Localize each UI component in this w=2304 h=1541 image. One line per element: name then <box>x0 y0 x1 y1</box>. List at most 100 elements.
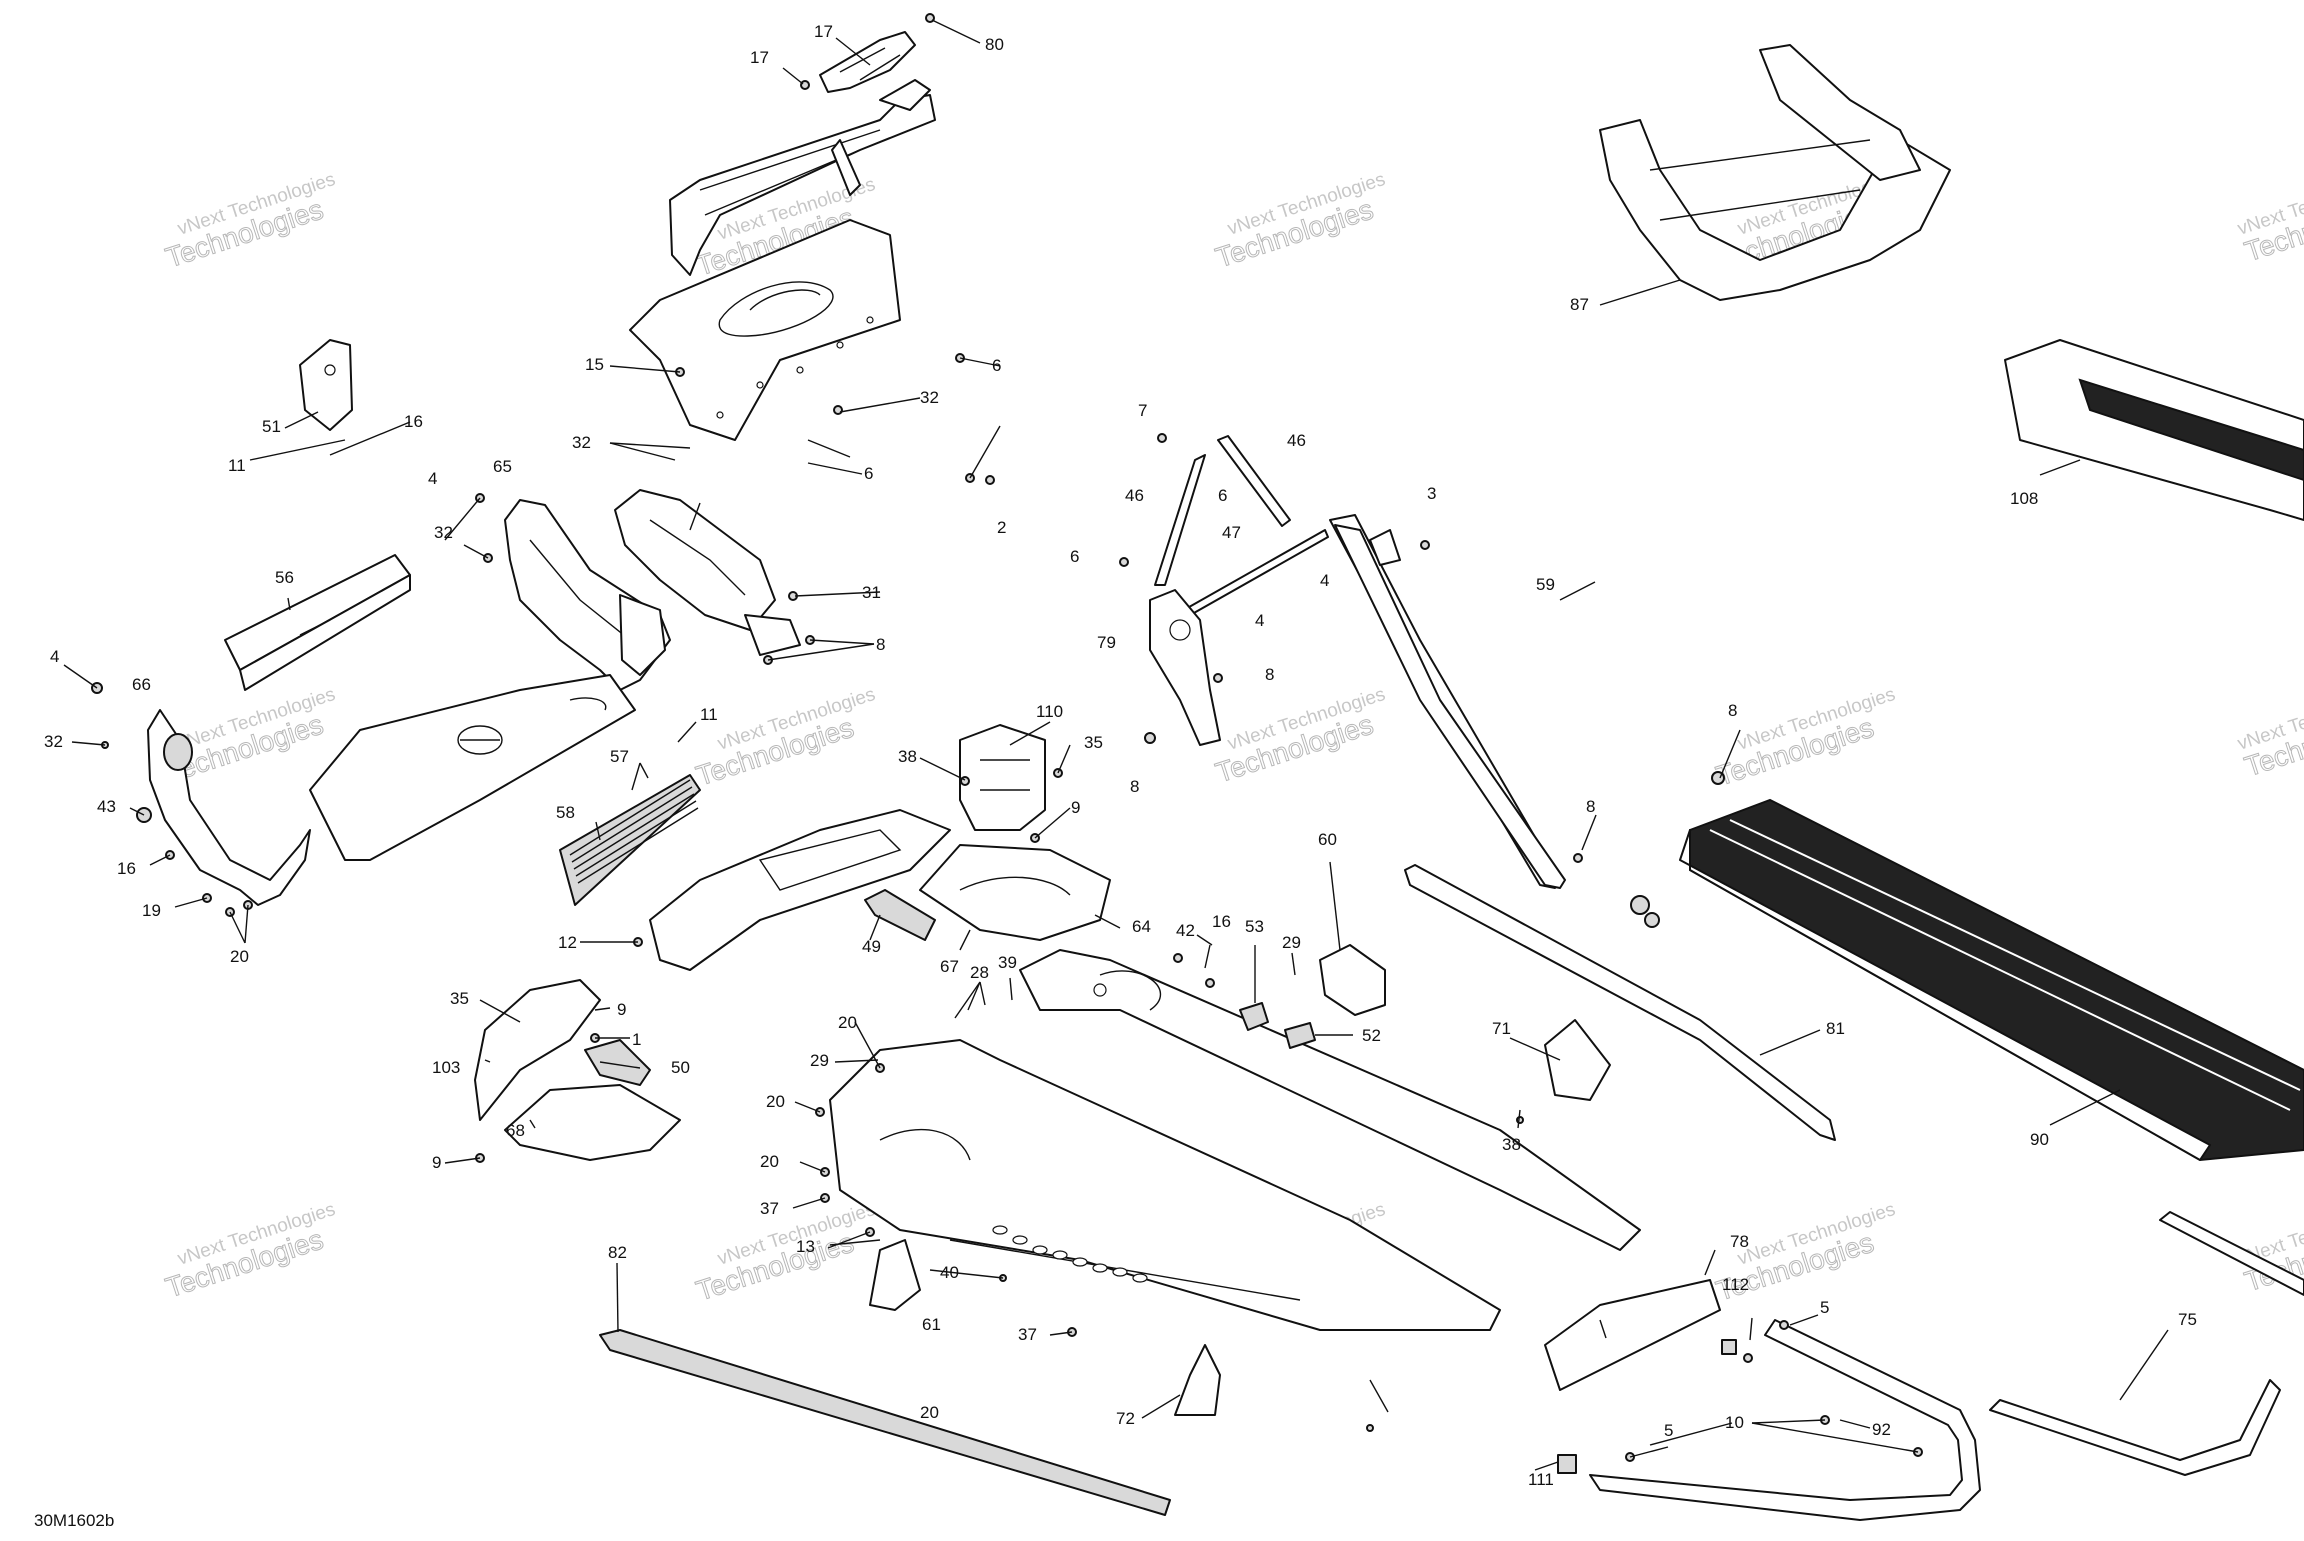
callout: 53 <box>1245 917 1264 936</box>
callout: 112 <box>1722 1275 1749 1294</box>
callout: 8 <box>1728 701 1737 720</box>
part-87-rear-frame <box>1599 44 1951 301</box>
callout: 64 <box>1132 917 1151 936</box>
callout: 8 <box>1130 777 1139 796</box>
callout: 20 <box>838 1013 857 1032</box>
callout: 32 <box>44 732 63 751</box>
callout: 56 <box>275 568 294 587</box>
part-tunnel-cover <box>649 809 951 971</box>
part-61-bracket <box>869 1239 921 1311</box>
callout: 15 <box>585 355 604 374</box>
part-51-bracket <box>299 339 353 431</box>
part-72-bracket <box>1174 1344 1221 1416</box>
callout: 13 <box>796 1237 815 1256</box>
callout: 58 <box>556 803 575 822</box>
callout: 59 <box>1536 575 1555 594</box>
part-65-front-frame <box>504 499 671 691</box>
part-56-cross-plate <box>224 554 411 691</box>
part-79-steering-arm <box>1149 589 1221 746</box>
callout: 80 <box>985 35 1004 54</box>
callout: 9 <box>432 1153 441 1172</box>
callout: 66 <box>132 675 151 694</box>
callout: 35 <box>450 989 469 1008</box>
callout: 61 <box>922 1315 941 1334</box>
callout: 6 <box>864 464 873 483</box>
callout: 72 <box>1116 1409 1135 1428</box>
callout: 79 <box>1097 633 1116 652</box>
callout: 29 <box>810 1051 829 1070</box>
callout: 65 <box>493 457 512 476</box>
fasteners <box>91 13 1923 1462</box>
callout: 78 <box>1730 1232 1749 1251</box>
callout: 20 <box>766 1092 785 1111</box>
callout: 50 <box>671 1058 690 1077</box>
callout: 8 <box>876 635 885 654</box>
callout: 42 <box>1176 921 1195 940</box>
callout: 49 <box>862 937 881 956</box>
callout: 38 <box>898 747 917 766</box>
callout: 52 <box>1362 1026 1381 1045</box>
part-58-radiator <box>559 774 701 906</box>
part-111-clip <box>1557 1454 1577 1474</box>
part-68-plate <box>504 1084 681 1161</box>
callout: 31 <box>862 583 881 602</box>
part-90-heat-exchanger <box>1679 798 2304 1162</box>
part-49-bracket <box>864 889 936 941</box>
part-112-clip <box>1721 1339 1737 1355</box>
part-main-tunnel-right <box>1019 949 1641 1251</box>
callout: 20 <box>230 947 249 966</box>
callout: 8 <box>1265 665 1274 684</box>
callout: 111 <box>1528 1470 1554 1489</box>
tunnel-vents <box>992 1225 1148 1283</box>
callout: 3 <box>1427 484 1436 503</box>
callout: 4 <box>1320 571 1329 590</box>
callout: 71 <box>1492 1019 1511 1038</box>
callout: 81 <box>1826 1019 1845 1038</box>
callout: 46 <box>1287 431 1306 450</box>
part-80-bracket <box>819 31 916 93</box>
leader-lines <box>63 19 2169 1471</box>
callout: 4 <box>50 647 59 666</box>
part-67-plate <box>919 844 1111 941</box>
callout: 11 <box>700 705 718 724</box>
part-82-rail <box>599 1329 1171 1516</box>
radiator-fins <box>569 779 699 884</box>
callout: 43 <box>97 797 116 816</box>
callout: 32 <box>920 388 939 407</box>
callout: 29 <box>1282 933 1301 952</box>
callout: 7 <box>1138 401 1147 420</box>
callout: 6 <box>1070 547 1079 566</box>
part-main-tunnel-left <box>829 1039 1501 1331</box>
part-60-bracket <box>1319 944 1386 1016</box>
callout-labels: 17 80 17 51 16 11 15 32 6 32 6 2 4 65 32… <box>44 22 2197 1489</box>
callout: 16 <box>117 859 136 878</box>
callout: 110 <box>1036 702 1063 721</box>
callout: 9 <box>1071 798 1080 817</box>
part-46-47-struts <box>1154 435 1329 623</box>
callout: 5 <box>1820 1298 1829 1317</box>
callout: 68 <box>506 1121 525 1140</box>
callout: 28 <box>970 963 989 982</box>
part-92-rear-bumper <box>1589 1319 1981 1521</box>
part-52-bracket <box>1284 1022 1316 1049</box>
callout: 20 <box>920 1403 939 1422</box>
part-53-bracket <box>1239 1002 1269 1031</box>
callout: 92 <box>1872 1420 1891 1439</box>
callout: 20 <box>760 1152 779 1171</box>
callout: 40 <box>940 1263 959 1282</box>
callout: 4 <box>1255 611 1264 630</box>
callout: 57 <box>610 747 629 766</box>
callout: 35 <box>1084 733 1103 752</box>
callout: 2 <box>997 518 1006 537</box>
part-108-heat-exchanger-rear <box>2004 339 2304 521</box>
part-78-bracket <box>1544 1279 1721 1391</box>
part-50-bracket <box>584 1039 651 1086</box>
callout: 47 <box>1222 523 1241 542</box>
callout: 10 <box>1725 1413 1744 1432</box>
part-tunnel-front-plate <box>629 219 901 441</box>
